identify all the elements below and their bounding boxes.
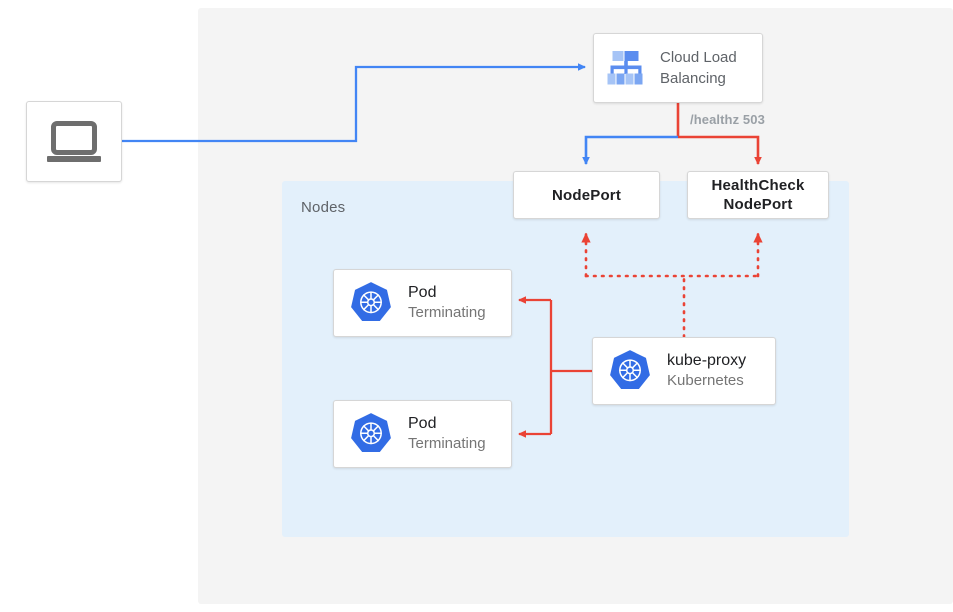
healthz-edge-label: /healthz 503 <box>690 112 765 127</box>
cloud-load-balancing-icon <box>604 48 648 88</box>
healthcheck-nodeport-label: HealthCheck NodePort <box>711 176 804 214</box>
kube-proxy-text: kube-proxy Kubernetes <box>667 351 746 391</box>
kubernetes-icon <box>348 411 394 457</box>
healthcheck-nodeport-line-2: NodePort <box>723 196 793 213</box>
nodeport-label: NodePort <box>551 186 622 204</box>
kube-proxy-node: kube-proxy Kubernetes <box>592 337 776 405</box>
healthcheck-nodeport-node: HealthCheck NodePort <box>687 171 829 219</box>
cloud-load-balancing-label: Cloud Load Balancing <box>660 47 737 89</box>
pod-node-top: Pod Terminating <box>333 269 512 337</box>
pod-node-bottom: Pod Terminating <box>333 400 512 468</box>
cloud-load-balancing-node: Cloud Load Balancing <box>593 33 763 103</box>
pod-top-text: Pod Terminating <box>408 283 486 323</box>
client-node <box>26 101 122 182</box>
pod-top-subtitle: Terminating <box>408 304 486 321</box>
pod-top-title: Pod <box>408 284 437 301</box>
kube-proxy-subtitle: Kubernetes <box>667 372 744 389</box>
pod-bottom-title: Pod <box>408 415 437 432</box>
kube-proxy-title: kube-proxy <box>667 352 747 369</box>
healthcheck-nodeport-line-1: HealthCheck <box>711 177 805 194</box>
clb-line-1: Cloud Load <box>660 49 737 66</box>
nodes-region-label: Nodes <box>301 199 346 216</box>
pod-bottom-subtitle: Terminating <box>408 435 486 452</box>
kubernetes-icon <box>607 348 653 394</box>
laptop-icon <box>45 120 103 164</box>
nodeport-node: NodePort <box>513 171 660 219</box>
clb-line-2: Balancing <box>660 70 726 87</box>
pod-bottom-text: Pod Terminating <box>408 414 486 454</box>
kubernetes-icon <box>348 280 394 326</box>
